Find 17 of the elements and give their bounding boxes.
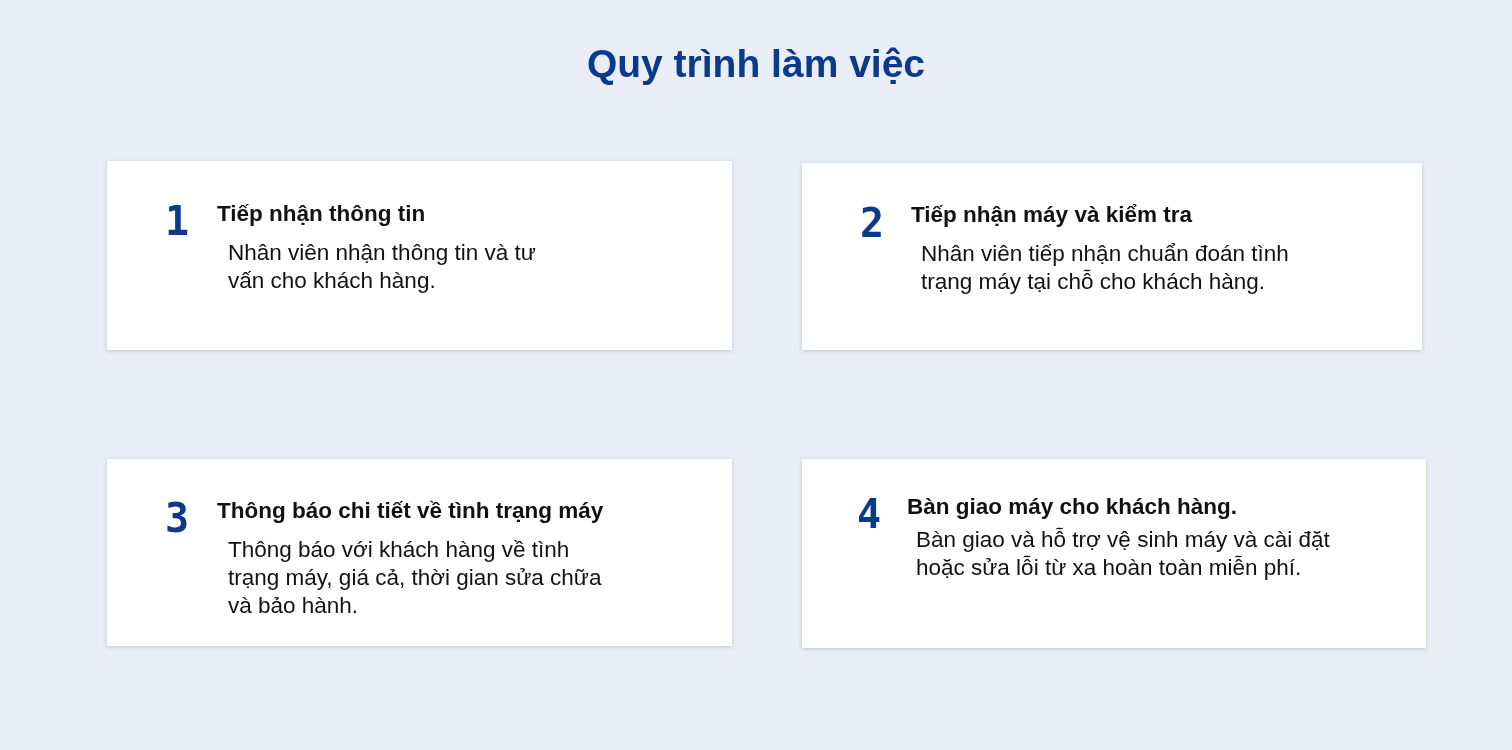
step-card (802, 459, 1426, 648)
step-heading: Bàn giao máy cho khách hàng. (907, 494, 1238, 520)
step-description: Bàn giao và hỗ trợ vệ sinh máy và cài đặt hoặc sửa lỗi từ xa hoàn toàn miễn phí. (916, 526, 1331, 582)
step-card (107, 161, 732, 350)
step-number: 3 (165, 498, 190, 538)
step-number: 4 (857, 494, 882, 534)
step-number: 2 (860, 203, 885, 243)
step-description: Nhân viên nhận thông tin và tư vấn cho khách hàng. (228, 239, 537, 295)
step-number: 1 (165, 201, 190, 241)
step-heading: Tiếp nhận máy và kiểm tra (911, 202, 1192, 228)
step-card (107, 459, 732, 646)
diagram-title: Quy trình làm việc (585, 42, 927, 86)
step-heading: Thông báo chi tiết về tình trạng máy (217, 498, 604, 524)
step-card (802, 163, 1422, 350)
step-heading: Tiếp nhận thông tin (217, 201, 426, 227)
step-description: Thông báo với khách hàng về tình trạng máy, giá cả, thời gian sửa chữa và bảo hành. (228, 536, 603, 620)
step-description: Nhân viên tiếp nhận chuẩn đoán tình trạng máy tại chỗ cho khách hàng. (921, 240, 1290, 296)
